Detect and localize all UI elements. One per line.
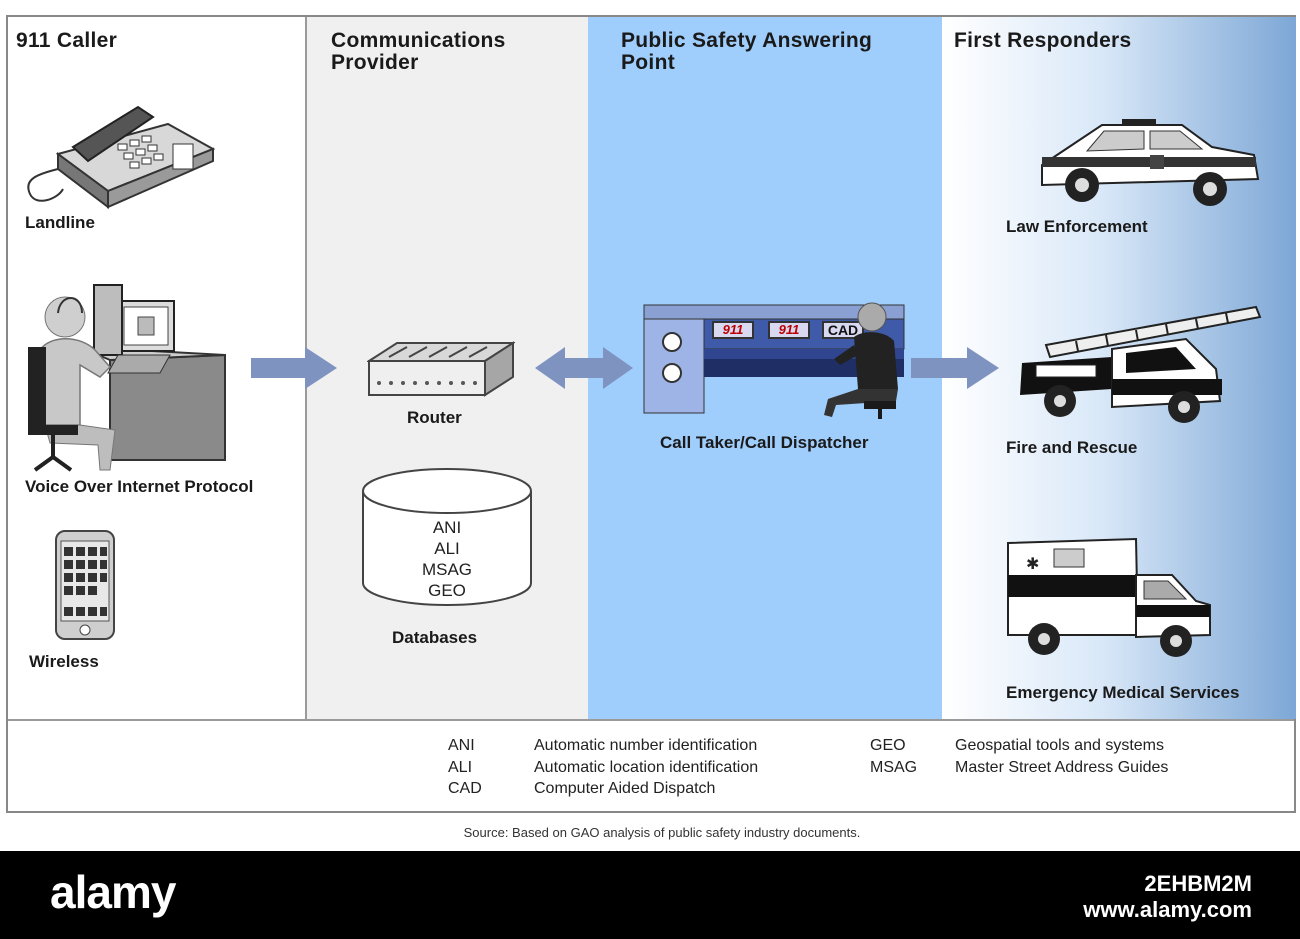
label-landline: Landline: [25, 213, 95, 232]
column-title-caller: 911 Caller: [16, 29, 118, 52]
label-emergency-medical-services: Emergency Medical Services: [1006, 683, 1240, 702]
database-entry: GEO: [428, 581, 466, 600]
database-entry: MSAG: [421, 560, 473, 579]
column-title-responders: First Responders: [954, 29, 1132, 52]
column-title-provider-line2: Provider: [331, 51, 419, 74]
footer-bar: alamy 2EHBM2M www.alamy.com: [0, 851, 1300, 939]
router-icon: [367, 341, 515, 397]
label-router: Router: [407, 408, 462, 427]
dispatcher-person-icon: [824, 302, 898, 419]
footer-image-id: 2EHBM2M: [1144, 871, 1252, 896]
label-wireless: Wireless: [29, 652, 99, 671]
legend-abbr: GEO: [870, 737, 906, 754]
console-screen-cad: CAD: [822, 321, 864, 339]
source-note: Source: Based on GAO analysis of public …: [463, 825, 861, 840]
legend-text: Master Street Address Guides: [955, 759, 1169, 776]
arrow-bidirectional-icon: [535, 347, 633, 389]
console-screen-911-2: 911: [768, 321, 810, 339]
arrow-right-icon: [911, 347, 999, 389]
column-title-provider-line1: Communications: [331, 29, 506, 52]
ambulance-icon: ✱: [1007, 537, 1211, 657]
legend-text: Geospatial tools and systems: [955, 737, 1164, 754]
diagram: 911 Caller Landline: [6, 15, 1296, 813]
footer-site: www.alamy.com: [1083, 897, 1252, 922]
smartphone-icon: [55, 530, 115, 640]
column-title-psap-line1: Public Safety Answering: [621, 29, 873, 52]
database-entries: ANI ALI MSAG GEO: [359, 517, 535, 601]
police-car-icon: [1041, 119, 1260, 206]
label-law-enforcement: Law Enforcement: [1006, 217, 1148, 236]
column-first-responders: First Responders Law Enforcement Fire an…: [942, 17, 1296, 719]
database-entry: ANI: [432, 518, 462, 537]
landline-phone-icon: [27, 105, 216, 210]
console-screen-911-1: 911: [712, 321, 754, 339]
voip-user-at-computer-icon: [28, 284, 226, 472]
label-databases: Databases: [392, 628, 478, 647]
footer-brand-logo: alamy: [50, 866, 176, 918]
footer-image-info: 2EHBM2M www.alamy.com: [1083, 871, 1252, 923]
column-title-provider: Communications Provider: [331, 30, 506, 74]
legend-abbr: ALI: [448, 759, 473, 776]
database-cylinder-icon: [362, 468, 532, 606]
legend-text: Automatic location identification: [534, 759, 759, 776]
column-psap: Public Safety Answering Point 911 911 CA…: [588, 17, 942, 719]
legend-text: Computer Aided Dispatch: [534, 780, 716, 797]
fire-truck-icon: [1020, 305, 1262, 423]
column-title-psap-line2: Point: [621, 51, 675, 74]
label-call-taker-dispatcher: Call Taker/Call Dispatcher: [660, 433, 869, 452]
legend-text: Automatic number identification: [534, 737, 758, 754]
label-voip: Voice Over Internet Protocol: [25, 477, 254, 496]
arrow-right-icon: [251, 347, 337, 389]
svg-text:✱: ✱: [1026, 554, 1039, 573]
legend-abbr: CAD: [448, 780, 482, 797]
legend-abbr: ANI: [448, 737, 475, 754]
legend: ANI Automatic number identification ALI …: [8, 719, 1294, 811]
legend-abbr: MSAG: [870, 759, 918, 776]
database-entry: ALI: [434, 539, 460, 558]
label-fire-and-rescue: Fire and Rescue: [1006, 438, 1138, 457]
column-title-psap: Public Safety Answering Point: [621, 30, 872, 74]
